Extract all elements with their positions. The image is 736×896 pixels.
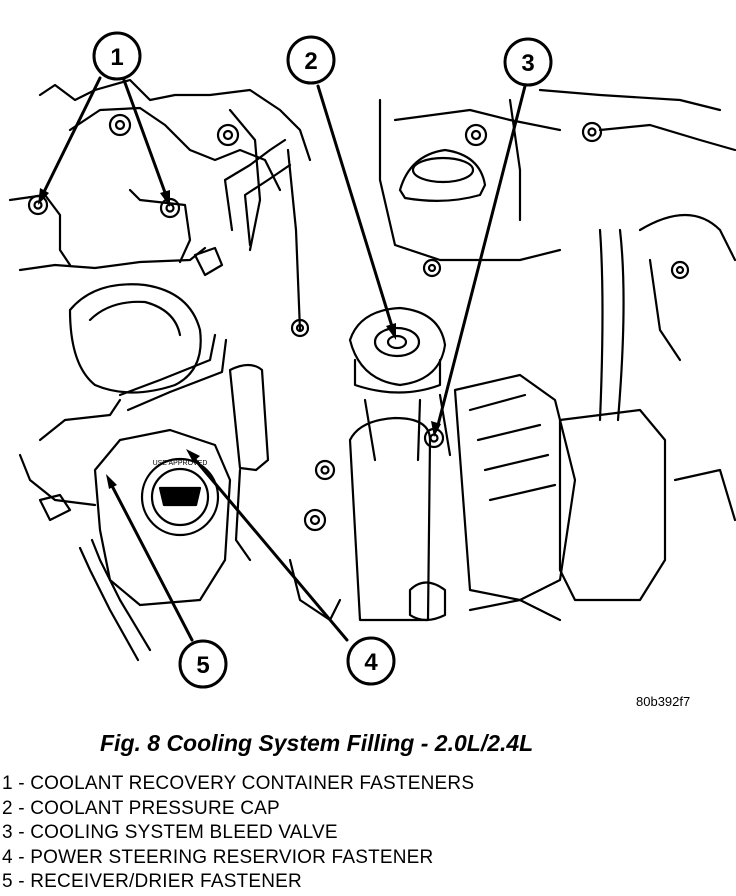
callout-2: 2 — [286, 35, 336, 85]
engine-right-side — [290, 88, 736, 338]
engine-compartment-illustration: USE APPROVED — [8, 31, 736, 689]
legend-item: 4 - POWER STEERING RESERVIOR FASTENER — [2, 846, 434, 868]
arrowhead-2 — [386, 323, 396, 340]
legend-item: 3 - COOLING SYSTEM BLEED VALVE — [2, 822, 338, 843]
callout-1: 1 — [92, 31, 142, 81]
radiator-hose — [228, 363, 432, 622]
lower-fittings — [288, 459, 562, 622]
callout-3: 3 — [503, 37, 553, 87]
drawing-id: 80b392f7 — [636, 694, 691, 709]
callout-4-number: 4 — [364, 649, 378, 676]
callout-1-number: 1 — [110, 44, 123, 71]
engine-block-outline — [8, 78, 312, 332]
reservoir-cap-text: USE APPROVED — [153, 460, 208, 467]
container-fastener-left — [27, 194, 49, 216]
leader-line-2 — [316, 84, 396, 335]
callout-4: 4 — [346, 636, 396, 686]
leader-line-1a — [40, 76, 102, 198]
callout-5-number: 5 — [196, 652, 209, 679]
callout-5: 5 — [178, 639, 228, 689]
leader-line-1b — [122, 78, 169, 200]
legend-item: 2 - COOLANT PRESSURE CAP — [2, 797, 280, 819]
bolt-upper-right — [216, 123, 240, 147]
receiver-drier-line — [38, 493, 152, 662]
leader-line-4 — [190, 454, 349, 642]
legend-item: 1 - COOLANT RECOVERY CONTAINER FASTENERS — [2, 773, 475, 794]
arrowhead-5 — [106, 474, 117, 489]
coolant-recovery-container — [18, 283, 202, 507]
callout-3-number: 3 — [521, 50, 534, 77]
power-steering-reservoir — [93, 333, 232, 607]
upper-hose — [193, 138, 292, 277]
arrowhead-1a — [38, 188, 49, 205]
leader-line-3 — [435, 84, 527, 431]
arrowhead-1b — [160, 190, 170, 207]
callout-legend: 1 - COOLANT RECOVERY CONTAINER FASTENERS… — [2, 772, 474, 895]
arrowhead-3 — [431, 421, 441, 437]
leader-line-5 — [108, 480, 194, 642]
legend-item: 5 - RECEIVER/DRIER FASTENER — [2, 871, 302, 892]
coolant-pressure-cap — [348, 306, 447, 394]
figure-caption: Fig. 8 Cooling System Filling - 2.0L/2.4… — [100, 730, 534, 756]
arrowhead-4 — [186, 449, 200, 462]
callout-2-number: 2 — [304, 48, 317, 75]
intake-manifold — [453, 373, 577, 602]
bolt-upper — [108, 113, 132, 137]
ignition-module — [558, 228, 736, 602]
